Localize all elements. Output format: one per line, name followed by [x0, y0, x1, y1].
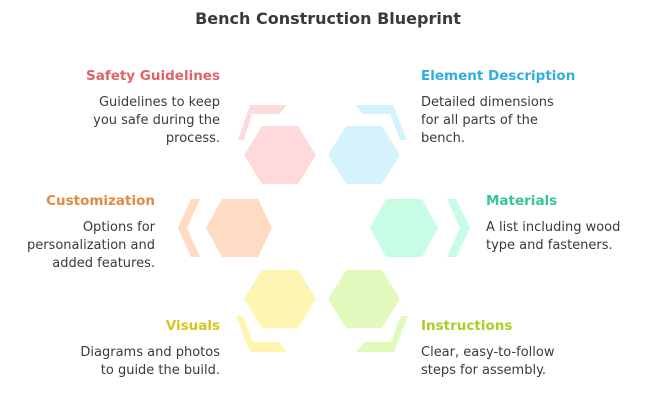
hex-instructions	[328, 270, 400, 328]
desc-safety-guidelines: Guidelines to keep you safe during the p…	[93, 95, 220, 146]
arc-materials	[447, 199, 470, 257]
block-materials: Materials A list including wood type and…	[486, 192, 656, 255]
block-safety-guidelines: Safety Guidelines Guidelines to keep you…	[20, 67, 220, 148]
desc-visuals: Diagrams and photos to guide the build.	[80, 345, 220, 378]
diagram-title: Bench Construction Blueprint	[195, 9, 461, 28]
desc-instructions: Clear, easy-to-follow steps for assembly…	[421, 345, 555, 378]
block-customization: Customization Options for personalizatio…	[0, 192, 155, 273]
arc-visuals	[236, 316, 287, 352]
hex-materials	[370, 199, 438, 257]
heading-visuals: Visuals	[165, 318, 220, 334]
block-element-description: Element Description Detailed dimensions …	[421, 67, 621, 148]
arc-instructions	[356, 316, 408, 352]
heading-materials: Materials	[486, 193, 558, 209]
arc-safety-guidelines	[238, 105, 287, 140]
segment-safety-guidelines	[238, 105, 316, 184]
hex-safety-guidelines	[244, 126, 316, 184]
segment-visuals	[236, 270, 316, 352]
heading-element-description: Element Description	[421, 68, 576, 84]
arc-customization	[178, 199, 200, 257]
segment-instructions	[328, 270, 408, 352]
desc-element-description: Detailed dimensions for all parts of the…	[421, 95, 554, 146]
heading-safety-guidelines: Safety Guidelines	[85, 68, 220, 84]
desc-materials: A list including wood type and fasteners…	[486, 220, 621, 253]
hex-visuals	[244, 270, 316, 328]
heading-instructions: Instructions	[421, 318, 513, 334]
block-visuals: Visuals Diagrams and photos to guide the…	[20, 317, 220, 380]
hex-customization	[206, 199, 272, 257]
desc-customization: Options for personalization and added fe…	[26, 220, 155, 271]
hex-element-description	[328, 126, 400, 184]
segment-customization	[178, 199, 272, 257]
block-instructions: Instructions Clear, easy-to-follow steps…	[421, 317, 621, 380]
arc-element-description	[355, 105, 407, 140]
segment-element-description	[328, 105, 407, 184]
segment-materials	[370, 199, 470, 257]
heading-customization: Customization	[46, 193, 155, 209]
